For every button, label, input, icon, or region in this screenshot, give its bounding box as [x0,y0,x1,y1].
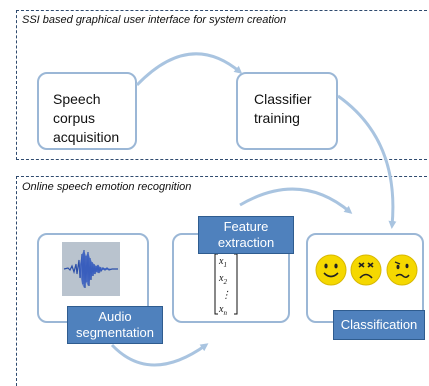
feature-vector: x1 x2 ⋮ xn [214,252,238,317]
vector-xn: x [219,304,224,315]
waveform-icon [62,242,120,296]
online-recognition-section [16,176,427,386]
vector-x2: x [219,273,224,284]
speech-corpus-line2: corpus [53,110,96,126]
speech-corpus-line3: acquisition [53,129,120,145]
classifier-training-box: Classifier training [236,72,338,150]
angry-face-icon [350,254,382,286]
vector-dots: ⋮ [221,290,231,301]
arrow-training-to-classification [337,94,397,229]
classification-label: Classification [333,310,425,340]
arrow-feature-to-classification [239,187,353,214]
audio-segmentation-label: Audio segmentation [67,306,163,344]
vector-sub1: 1 [223,261,227,269]
feature-extraction-label: Feature extraction [198,216,294,254]
vector-sub2: 2 [223,278,227,286]
classifier-training-line2: training [254,110,300,126]
uncertain-face-icon [386,254,418,286]
audio-segmentation-line2: segmentation [75,325,155,340]
emotion-faces [314,252,420,288]
audio-segmentation-line1: Audio [98,309,132,324]
arrow-corpus-to-training [135,52,243,87]
speech-corpus-box: Speech corpus acquisition [37,72,137,150]
feature-extraction-line2: extraction [217,235,275,250]
arrow-audio-to-feature [110,343,209,367]
system-creation-section [16,10,427,160]
speech-corpus-line1: Speech [53,91,101,107]
feature-extraction-line1: Feature [223,219,269,234]
system-creation-title: SSI based graphical user interface for s… [22,14,287,26]
classifier-training-line1: Classifier [254,91,312,107]
happy-face-icon [315,254,347,286]
vector-x1: x [219,256,224,267]
vector-subn: n [223,309,227,317]
online-recognition-title: Online speech emotion recognition [22,181,192,193]
